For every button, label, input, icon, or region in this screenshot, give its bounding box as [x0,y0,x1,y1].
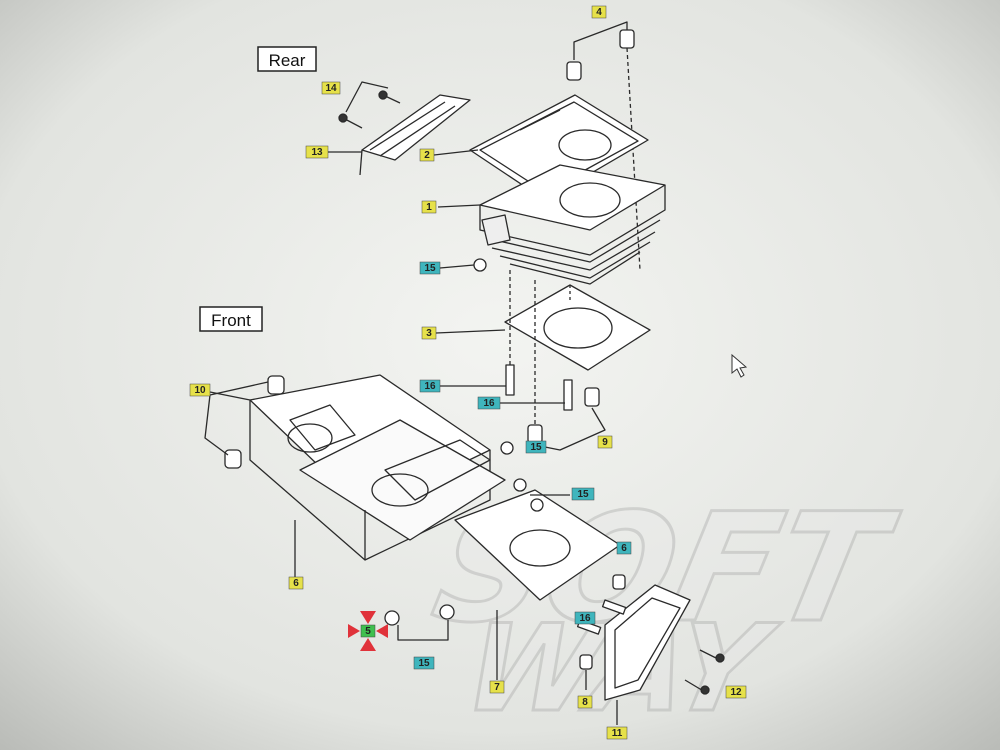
callout-6-b: 6 [288,576,304,590]
mouse-cursor-icon [731,353,748,378]
callout-15-d: 15 [413,656,435,670]
svg-text:15: 15 [418,658,430,669]
svg-text:15: 15 [424,263,436,274]
svg-text:6: 6 [621,543,627,554]
callout-10: 10 [189,383,211,397]
svg-text:15: 15 [577,489,589,500]
callout-12: 12 [725,685,747,699]
front-label: Front [199,306,263,332]
studs-16 [505,270,573,425]
callout-15-a: 15 [419,261,441,275]
callout-15-c: 15 [571,487,595,501]
cylinder-base-gasket [504,284,651,371]
svg-text:16: 16 [579,613,591,624]
svg-text:16: 16 [424,381,436,392]
callout-13: 13 [305,145,329,159]
side-cover [604,584,691,725]
callout-4: 4 [591,5,607,19]
callout-11: 11 [606,726,628,740]
svg-text:9: 9 [602,437,608,448]
svg-text:16: 16 [483,398,495,409]
callout-16-a: 16 [419,379,441,393]
callout-7: 7 [489,680,505,694]
svg-text:7: 7 [494,682,500,693]
bolts-12 [684,649,725,695]
callout-15-b: 15 [525,440,547,454]
callout-16-b: 16 [477,396,501,410]
rear-label-text: Rear [269,51,306,70]
callout-16-c: 16 [574,611,596,625]
rear-label: Rear [257,46,317,72]
callout-2: 2 [419,148,435,162]
svg-text:2: 2 [424,150,430,161]
svg-text:15: 15 [530,442,542,453]
callout-6-a: 6 [616,541,632,555]
svg-text:11: 11 [612,728,623,739]
leader-lines [209,149,565,404]
cylinder-head-gasket [469,94,649,201]
callout-1: 1 [421,200,437,214]
svg-text:1: 1 [426,202,432,213]
svg-text:5: 5 [365,626,371,637]
callout-8: 8 [577,695,593,709]
front-label-text: Front [211,311,251,330]
callouts: 4 14 13 2 1 15 3 10 16 16 9 15 15 6 6 16… [189,5,747,740]
nut-15 [473,258,487,272]
svg-text:6: 6 [293,578,299,589]
svg-text:3: 3 [426,328,432,339]
svg-text:12: 12 [730,687,742,698]
dowel-pins-right [579,574,626,690]
svg-text:13: 13 [311,147,323,158]
nuts-15-cluster [384,441,570,641]
callout-3: 3 [421,326,437,340]
chain-guide [359,94,471,176]
cylinder-head [249,374,506,580]
assembly-marker-arrows [348,611,388,651]
dowel-pins-10 [204,375,285,469]
cylinder-block [479,164,666,285]
callout-14: 14 [321,81,341,95]
bolts-14 [338,81,401,129]
svg-text:8: 8 [582,697,588,708]
dowel-pins-9 [527,387,606,451]
callout-9: 9 [597,435,613,449]
svg-text:14: 14 [325,83,337,94]
callout-5: 5 [360,624,376,638]
svg-text:4: 4 [596,7,602,18]
svg-text:10: 10 [194,385,206,396]
